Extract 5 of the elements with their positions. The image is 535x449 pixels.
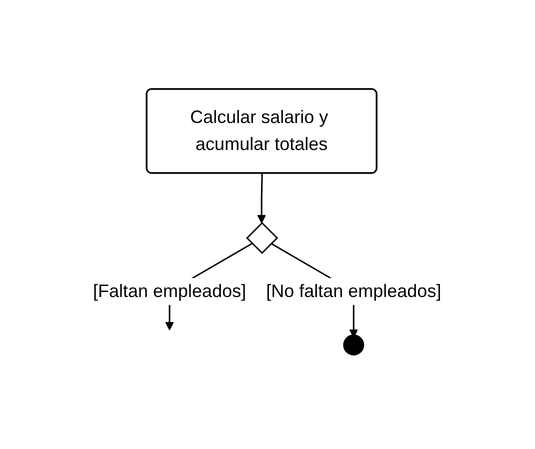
edge-label: [No faltan empleados] [266,281,442,301]
arrow [258,173,266,224]
edge-label: [Faltan empleados] [93,281,246,301]
node-circle [344,334,365,356]
node-diamond [246,222,279,254]
